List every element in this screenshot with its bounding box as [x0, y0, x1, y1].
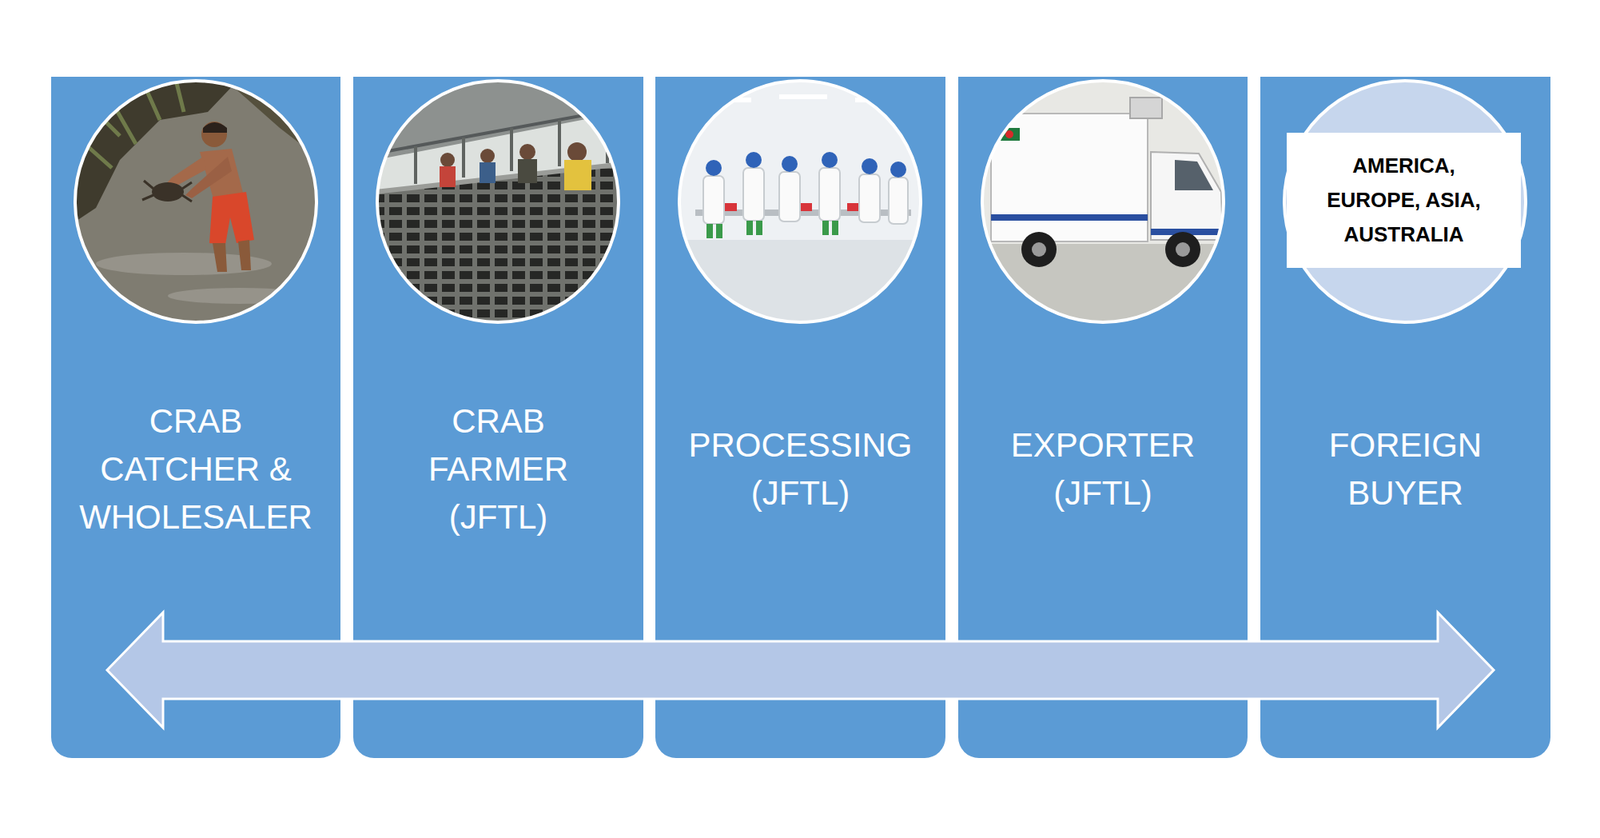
region-tag: AMERICA, EUROPE, ASIA, AUSTRALIA	[1286, 132, 1521, 268]
stage-label: CRAB CATCHER & WHOLESALER	[76, 397, 315, 542]
stage-label: PROCESSING (JFTL)	[680, 421, 920, 518]
stage-label: EXPORTER (JFTL)	[983, 421, 1222, 518]
stage-label: CRAB FARMER (JFTL)	[378, 397, 618, 542]
truck-photo	[979, 78, 1228, 328]
crab-catcher-photo	[71, 78, 322, 327]
region-text: AMERICA, EUROPE, ASIA, AUSTRALIA	[1321, 148, 1486, 252]
text-holder: PROCESSING (JFTL)	[680, 421, 920, 518]
text-holder: AMERICA, EUROPE, ASIA, AUSTRALIA	[1321, 148, 1486, 252]
text-holder: EXPORTER (JFTL)	[983, 421, 1222, 518]
photo-frame	[679, 80, 921, 323]
stage-label: FOREIGN BUYER	[1285, 421, 1525, 518]
stage-column: CRAB FARMER (JFTL)	[353, 76, 644, 758]
text-holder: CRAB CATCHER & WHOLESALER	[76, 397, 315, 542]
text-holder: CRAB FARMER (JFTL)	[378, 397, 618, 542]
stage-column: FOREIGN BUYER AMERICA, EUROPE, ASIA, AUST…	[1260, 76, 1551, 758]
photo-frame	[982, 80, 1224, 323]
stage-column: EXPORTER (JFTL)	[958, 76, 1248, 758]
processing-photo	[677, 78, 926, 328]
photo-frame	[377, 80, 619, 323]
stage-column: CRAB CATCHER & WHOLESALER	[51, 76, 341, 758]
flow-arrow	[107, 612, 1494, 728]
text-holder: FOREIGN BUYER	[1285, 421, 1525, 518]
photo-frame	[75, 80, 317, 323]
crab-farm-photo	[375, 78, 624, 328]
market-disc	[1284, 80, 1526, 323]
stage-column: PROCESSING (JFTL)	[655, 76, 946, 758]
